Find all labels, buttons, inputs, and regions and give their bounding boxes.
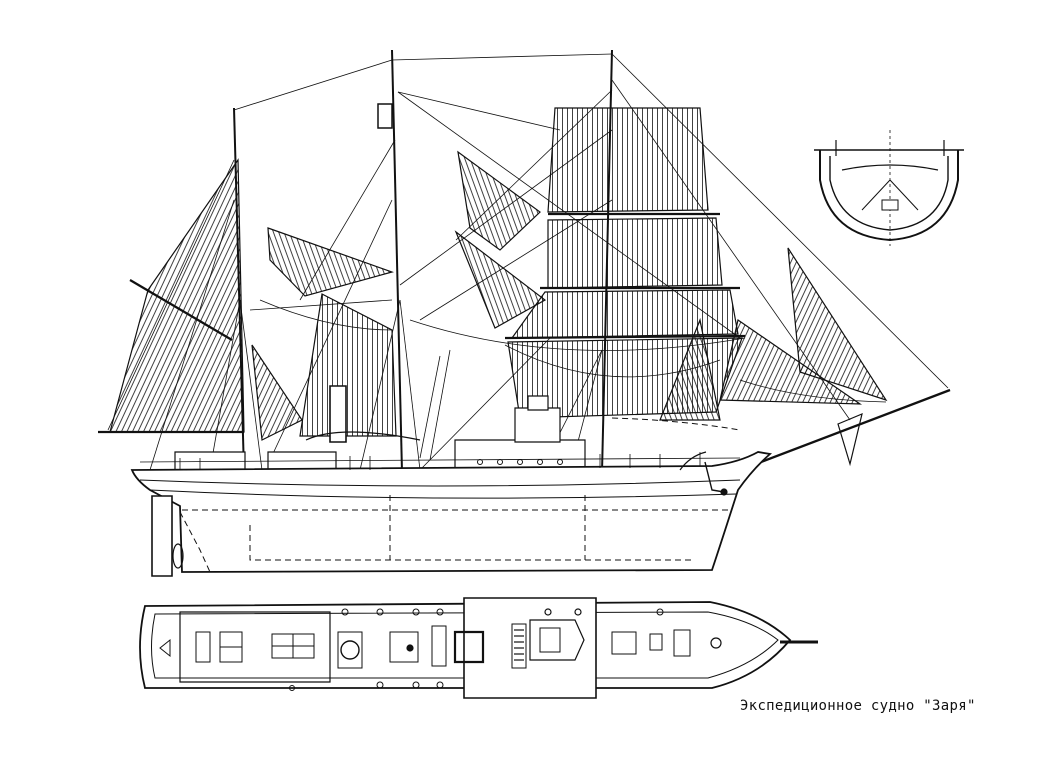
yards xyxy=(98,214,745,432)
fore-topgallant xyxy=(548,218,722,288)
main-mid-staysail xyxy=(456,232,545,328)
mizzen-mast xyxy=(234,108,244,472)
fore-royal xyxy=(548,108,708,212)
hull xyxy=(132,418,770,576)
main-staysail-low xyxy=(252,345,302,440)
rigging xyxy=(108,54,948,472)
fore-mast xyxy=(602,50,612,472)
section-outer xyxy=(820,150,958,240)
side-elevation xyxy=(98,50,950,576)
deck-plan xyxy=(140,598,818,698)
funnel xyxy=(330,386,346,442)
sails xyxy=(110,108,886,440)
keel-line xyxy=(250,525,695,560)
fore-topsail xyxy=(512,290,738,338)
main-topsail-flying xyxy=(458,152,540,250)
midship-section xyxy=(814,130,964,246)
mizzen-topsail xyxy=(268,228,392,296)
fore-staysail xyxy=(660,320,720,420)
crows-nest xyxy=(378,104,392,128)
hull-outline xyxy=(132,452,770,572)
propeller xyxy=(172,543,184,569)
fore-superstructure xyxy=(455,440,585,470)
anchor-windlass xyxy=(711,638,721,648)
wheelhouse xyxy=(515,408,560,442)
skylight-round xyxy=(341,641,359,659)
masts xyxy=(234,50,612,472)
main-mast xyxy=(392,50,402,472)
martingale xyxy=(838,414,862,464)
drawing-caption: Экспедиционное судно "Заря" xyxy=(740,698,976,714)
deck-structures xyxy=(175,386,585,470)
railing xyxy=(140,452,740,470)
bridge-top xyxy=(528,396,548,410)
anchor xyxy=(705,462,724,492)
jib-inner xyxy=(720,320,860,404)
sheer-line xyxy=(140,480,740,486)
rudder xyxy=(152,496,172,576)
bowsprit xyxy=(740,390,950,470)
jib-outer xyxy=(788,248,886,400)
section-inner xyxy=(830,156,948,230)
